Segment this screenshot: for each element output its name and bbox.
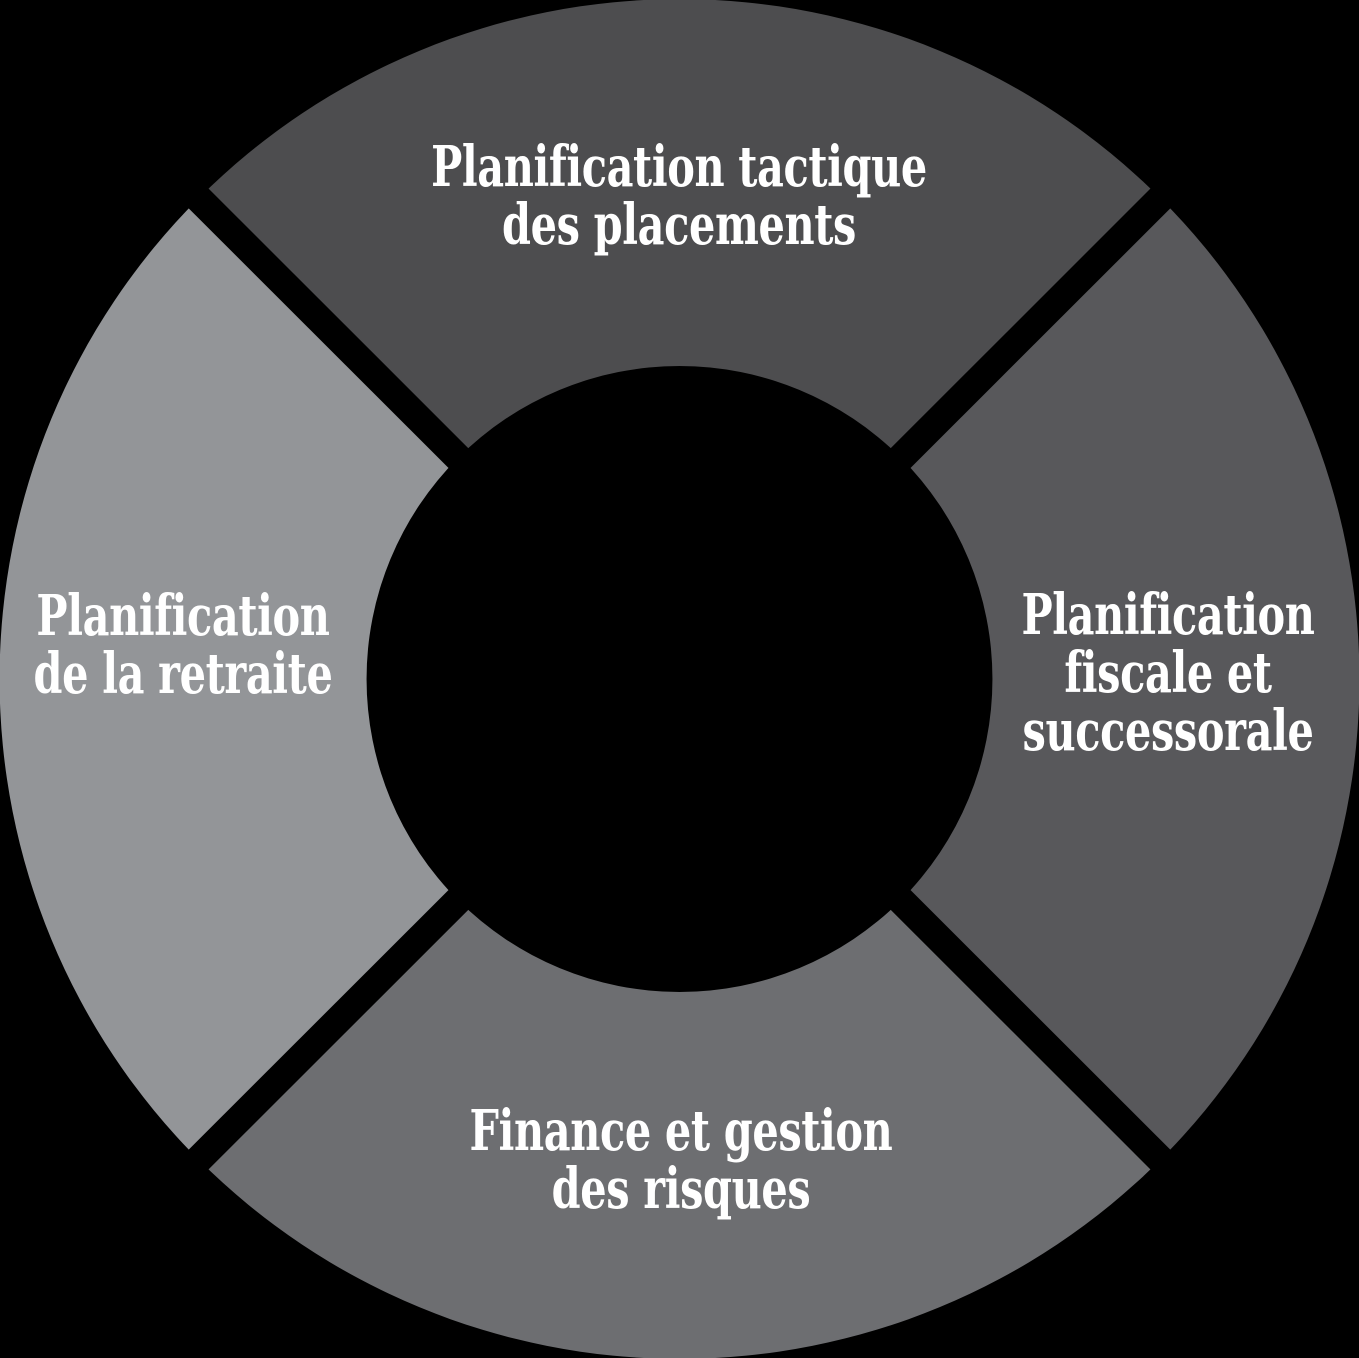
segment-bottom-finance-gestion-risques [198, 900, 1161, 1358]
segment-left-planification-retraite [0, 198, 459, 1160]
segment-top-planification-tactique [198, 0, 1161, 458]
segment-label-line: des placements [502, 192, 856, 258]
segment-label-top: Planification tactique des placements [431, 138, 927, 254]
segment-label-line: successorale [1022, 698, 1314, 764]
segment-label-line: des risques [551, 1156, 811, 1222]
segment-label-line: fiscale et [1064, 640, 1272, 706]
segment-label-right: Planification fiscale et successorale [1021, 586, 1314, 760]
segment-right-planification-fiscale [900, 198, 1359, 1160]
segment-label-line: Planification [1021, 582, 1315, 648]
segment-label-line: de la retraite [33, 641, 333, 707]
segment-label-line: Finance et gestion [469, 1098, 893, 1164]
segment-label-left: Planification de la retraite [34, 587, 333, 703]
segment-label-bottom: Finance et gestion des risques [470, 1102, 893, 1218]
segment-label-line: Planification [36, 583, 330, 649]
segment-label-line: Planification tactique [431, 134, 927, 200]
